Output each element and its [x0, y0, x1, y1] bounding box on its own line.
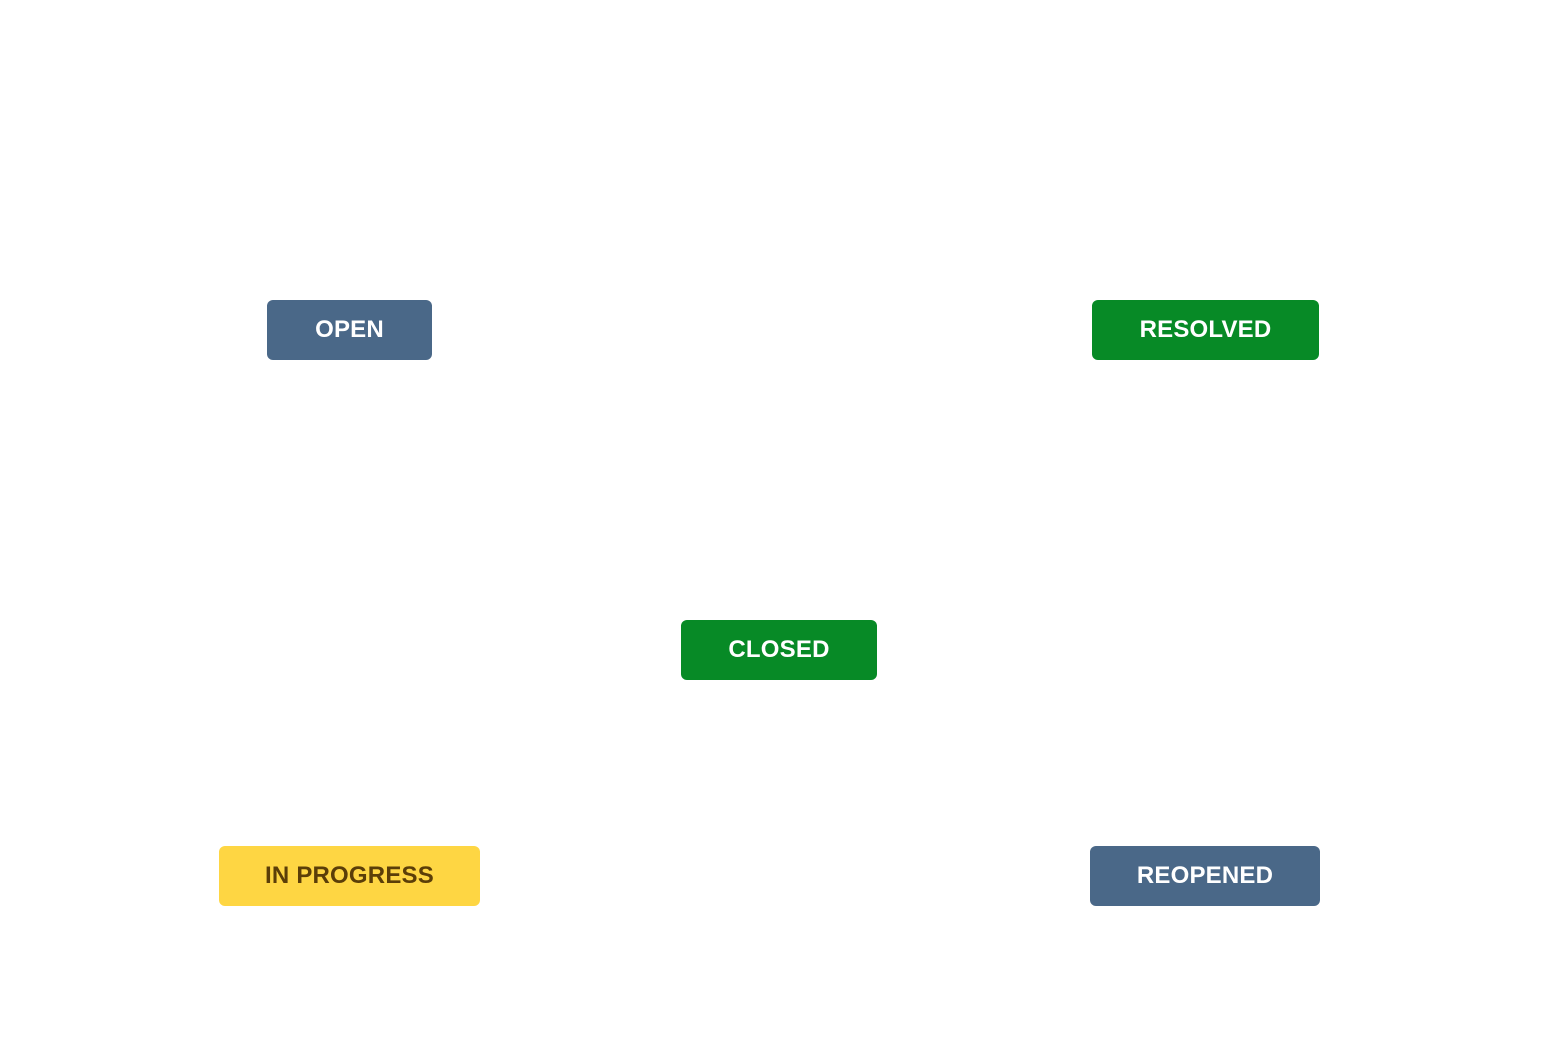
status-node-open[interactable]: OPEN [267, 300, 432, 360]
status-node-resolved[interactable]: RESOLVED [1092, 300, 1319, 360]
status-label-open: OPEN [315, 316, 384, 343]
status-label-in-progress: IN PROGRESS [265, 862, 434, 889]
status-label-closed: CLOSED [728, 636, 830, 663]
status-label-resolved: RESOLVED [1139, 316, 1272, 343]
status-node-in-progress[interactable]: IN PROGRESS [219, 846, 480, 906]
status-node-closed[interactable]: CLOSED [681, 620, 877, 680]
status-node-reopened[interactable]: REOPENED [1090, 846, 1320, 906]
status-label-reopened: REOPENED [1136, 862, 1274, 889]
